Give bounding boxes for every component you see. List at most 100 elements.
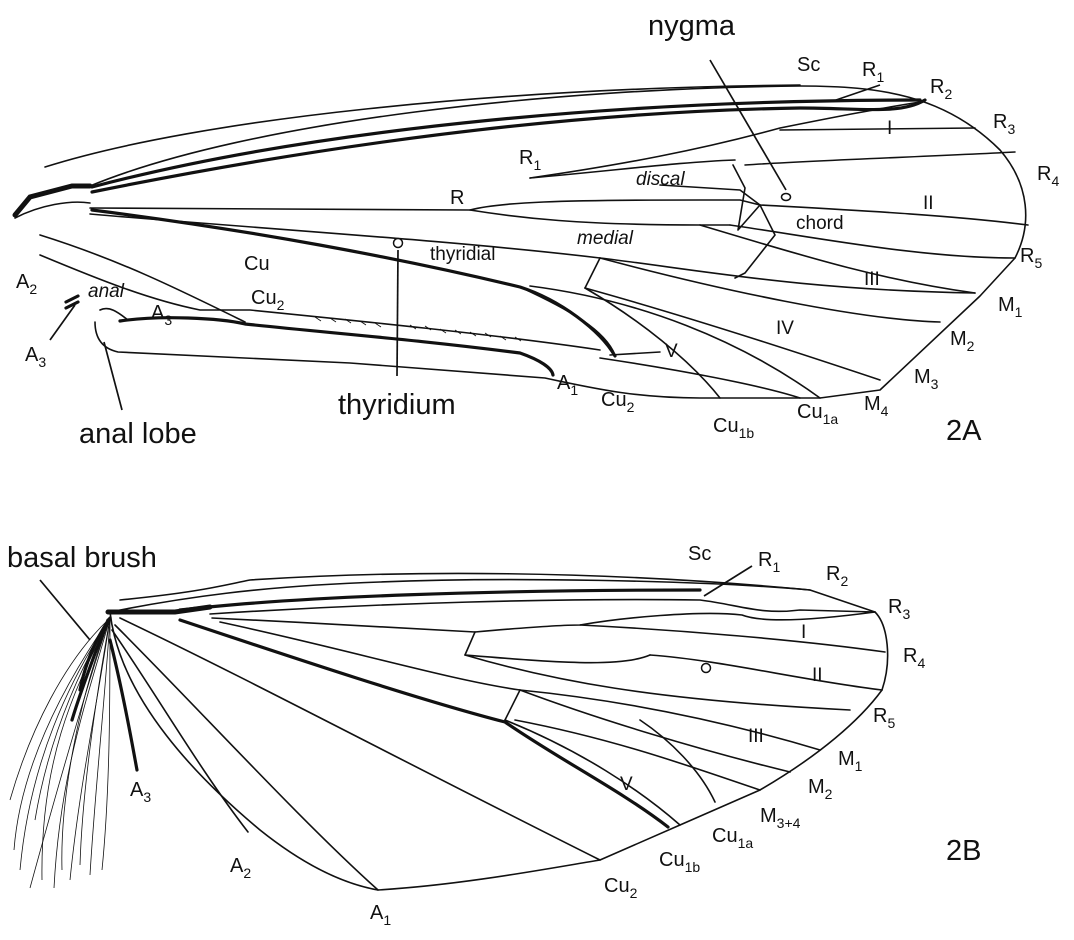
label-cu: Cu: [244, 253, 270, 275]
label-discal: discal: [636, 169, 685, 190]
hb-cu: [178, 618, 670, 829]
hb-cu2: [119, 617, 601, 861]
thyridium-spot: [392, 237, 404, 249]
panel-label-2a: 2A: [946, 415, 982, 447]
label-basal-brush: basal brush: [7, 542, 157, 574]
label-thyridial: thyridial: [430, 244, 495, 265]
vein-a3: [99, 307, 129, 321]
hb-a2: [111, 629, 249, 833]
r1-leader: [835, 84, 881, 101]
hb-a1: [114, 624, 379, 891]
forewing-outline: [89, 85, 1027, 399]
label-hb-m1: M1: [838, 748, 863, 774]
panel-label-2b: 2B: [946, 835, 981, 867]
vein-cross-2: [609, 351, 661, 356]
label-cell-v: V: [665, 341, 678, 362]
hb-m2: [519, 689, 791, 773]
forewing-sc: [90, 98, 922, 189]
label-hb-a1: A1: [370, 902, 391, 928]
label-m2: M2: [950, 328, 975, 354]
label-hb-cu1a: Cu1a: [712, 825, 753, 851]
vein-medial-top: [469, 209, 731, 226]
label-hb-sc: Sc: [688, 543, 711, 565]
hb-cu1b: [504, 719, 681, 826]
hb-m-stem: [464, 654, 851, 711]
hb-cu1a: [639, 719, 716, 803]
label-anal: anal: [88, 281, 125, 302]
label-sc: Sc: [797, 54, 820, 76]
vein-r3: [744, 151, 1016, 166]
label-r3: R3: [993, 111, 1015, 137]
label-nygma: nygma: [648, 10, 736, 42]
label-r5: R5: [1020, 245, 1042, 271]
label-anal-lobe: anal lobe: [79, 418, 197, 450]
label-hb-a2: A2: [230, 855, 251, 881]
label-hb-r4: R4: [903, 645, 925, 671]
vein-m2: [599, 257, 941, 323]
vein-medial-stem: [89, 213, 976, 294]
hb-r-stem: [211, 611, 876, 633]
label-r4: R4: [1037, 163, 1059, 189]
vein-r2: [779, 127, 976, 131]
label-hb-m2: M2: [808, 776, 833, 802]
hindwing-2b: basal brush Sc R1 R2 R3 R4 R5 M1 M2 M3+4…: [7, 542, 981, 928]
label-cell-iii: III: [864, 269, 880, 290]
label-hb-cell-iii: III: [748, 726, 764, 747]
vein-cu-thin: [39, 234, 246, 323]
label-hb-cu2: Cu2: [604, 875, 638, 901]
basal-brush-leader: [39, 579, 91, 641]
label-cell-i: I: [887, 118, 892, 139]
label-a3-left: A3: [25, 344, 46, 370]
hindwing-costa: [119, 572, 811, 601]
hb-r4: [649, 654, 883, 691]
vein-discal-lower: [659, 184, 761, 206]
vein-r5: [729, 224, 1016, 259]
label-cell-iv: IV: [776, 318, 794, 339]
label-r1: R1: [862, 59, 884, 85]
label-hb-a3: A3: [130, 779, 151, 805]
label-m4: M4: [864, 393, 889, 419]
forewing-costa: [44, 84, 801, 168]
vein-discal-upper: [529, 159, 736, 179]
label-cu1a: Cu1a: [797, 401, 838, 427]
label-hb-r1: R1: [758, 549, 780, 575]
label-chord: chord: [796, 213, 844, 234]
hindwing-sc: [178, 588, 702, 612]
label-cu2-bottom: Cu2: [601, 389, 635, 415]
label-r: R: [450, 187, 464, 209]
label-m3: M3: [914, 366, 939, 392]
hb-r1: [209, 598, 876, 615]
label-r2: R2: [930, 76, 952, 102]
label-hb-r2: R2: [826, 563, 848, 589]
label-r1-inner: R1: [519, 147, 541, 173]
vein-cu1a: [599, 357, 801, 399]
hindwing-spot: [700, 662, 712, 674]
a3-leader: [49, 304, 76, 341]
vein-chord: [732, 164, 776, 279]
vein-m4: [529, 285, 821, 399]
forewing-base: [12, 183, 93, 218]
label-hb-r3: R3: [888, 596, 910, 622]
label-hb-cell-v: V: [620, 774, 633, 795]
vein-r4: [759, 204, 1029, 226]
label-hb-cell-i: I: [801, 622, 806, 643]
label-cell-ii: II: [923, 193, 934, 214]
vein-cross-1: [584, 257, 601, 289]
label-medial: medial: [577, 228, 634, 249]
basal-brush: [9, 616, 112, 889]
vein-cu: [90, 208, 617, 358]
hindwing-outline: [109, 578, 889, 891]
anal-lobe-leader: [103, 341, 123, 411]
vein-r1-branch: [529, 101, 921, 179]
label-thyridium: thyridium: [338, 389, 456, 421]
label-hb-cell-ii: II: [812, 665, 823, 686]
label-a1: A1: [557, 372, 578, 398]
hb-r5: [464, 631, 651, 664]
forewing-2a: nygma Sc R1 R2 R3 R4 R5 M1 M2 M3 M4 Cu1a…: [12, 10, 1059, 450]
label-a3-inner: A3: [151, 302, 172, 328]
label-m1: M1: [998, 294, 1023, 320]
forewing-base-lower: [14, 201, 91, 219]
label-hb-r5: R5: [873, 705, 895, 731]
vein-m1: [699, 224, 976, 294]
vein-cu2: [118, 316, 555, 377]
